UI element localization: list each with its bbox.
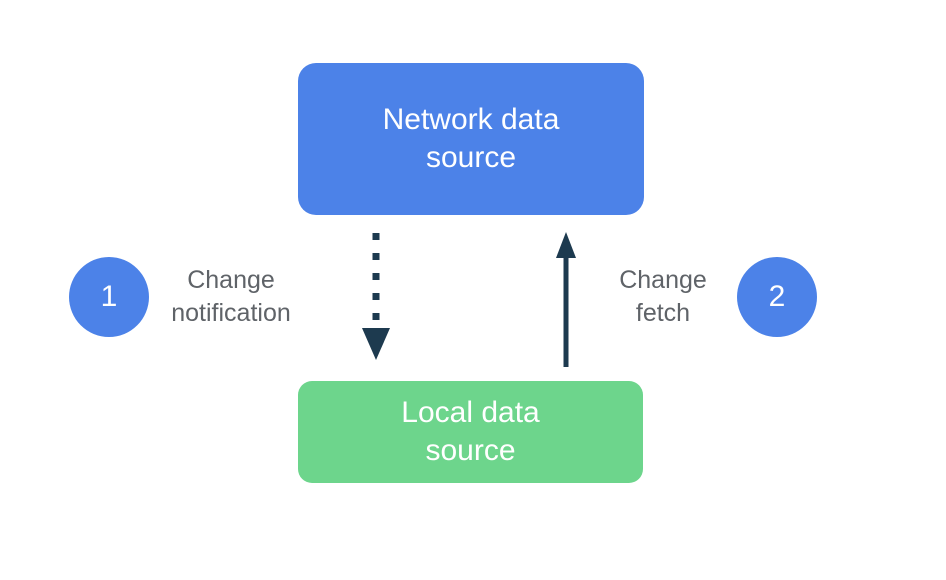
node-network-label: Network data source <box>382 103 560 174</box>
change-notification-arrow-icon <box>362 233 390 360</box>
step-badge-2-number: 2 <box>768 280 786 313</box>
change-fetch-arrow-icon <box>556 232 576 367</box>
node-local-data-source: Local data source <box>298 381 643 483</box>
step-badge-1: 1 <box>69 257 149 337</box>
step-label-change-fetch: Change fetch <box>619 266 707 327</box>
step-badge-2: 2 <box>737 257 817 337</box>
step-label-change-notification: Change notification <box>171 266 291 327</box>
node-network-data-source: Network data source <box>298 63 644 215</box>
node-local-label: Local data source <box>401 396 540 467</box>
step-badge-1-number: 1 <box>100 280 118 313</box>
